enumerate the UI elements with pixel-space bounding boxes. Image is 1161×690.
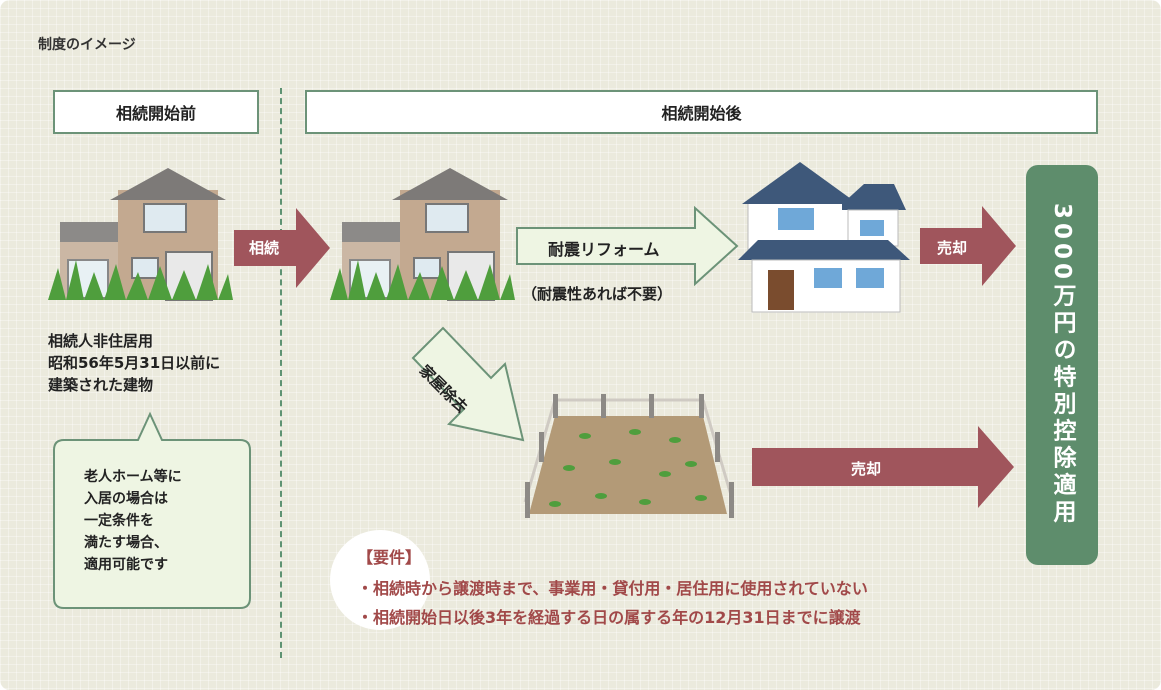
special-deduction-box: 3000万円の特別控除適用 (1026, 165, 1098, 565)
note-bubble-line: 一定条件を (84, 513, 154, 529)
special-deduction-text: 3000万円の特別控除適用 (1049, 203, 1075, 527)
vacant-lot-icon (523, 394, 735, 518)
header-before-inheritance: 相続開始前 (53, 90, 259, 134)
note-bubble-line: 適用可能です (84, 557, 168, 573)
building-description-line: 相続人非住居用 (48, 332, 154, 350)
inherit-arrow-label: 相続 (249, 239, 280, 257)
requirement-item: ・相続開始日以後3年を経過する日の属する年の12月31日までに譲渡 (357, 608, 861, 627)
sale-arrow-bottom-label: 売却 (851, 460, 882, 478)
period-divider (280, 88, 282, 658)
note-bubble-line: 老人ホーム等に (84, 469, 182, 485)
note-bubble-text: 老人ホーム等に 入居の場合は 一定条件を 満たす場合、 適用可能です (84, 466, 182, 576)
building-description: 相続人非住居用 昭和56年5月31日以前に 建築された建物 (48, 330, 220, 396)
building-description-line: 昭和56年5月31日以前に (48, 354, 221, 372)
renovated-house-icon (738, 162, 910, 313)
inherit-arrow (234, 208, 330, 288)
diagram-title: 制度のイメージ (38, 37, 136, 53)
note-bubble-line: 入居の場合は (84, 491, 168, 507)
note-bubble (53, 411, 251, 609)
reform-arrow-label: 耐震リフォーム (548, 240, 660, 259)
demolish-arrow (411, 326, 525, 442)
header-after-inheritance: 相続開始後 (305, 90, 1098, 134)
requirements-title: 【要件】 (357, 548, 422, 567)
note-bubble-line: 満たす場合、 (84, 535, 168, 551)
sale-arrow-top (920, 206, 1016, 286)
inherited-house-icon (330, 168, 515, 301)
reform-arrow (516, 206, 739, 286)
requirement-item: ・相続時から譲渡時まで、事業用・貸付用・居住用に使用されていない (357, 579, 868, 598)
sale-arrow-top-label: 売却 (937, 239, 968, 257)
old-house-icon (48, 168, 233, 301)
requirements-circle (330, 530, 430, 630)
sale-arrow-bottom (752, 426, 1014, 508)
building-description-line: 建築された建物 (48, 376, 154, 394)
reform-note: （耐震性あれば不要） (522, 285, 673, 303)
